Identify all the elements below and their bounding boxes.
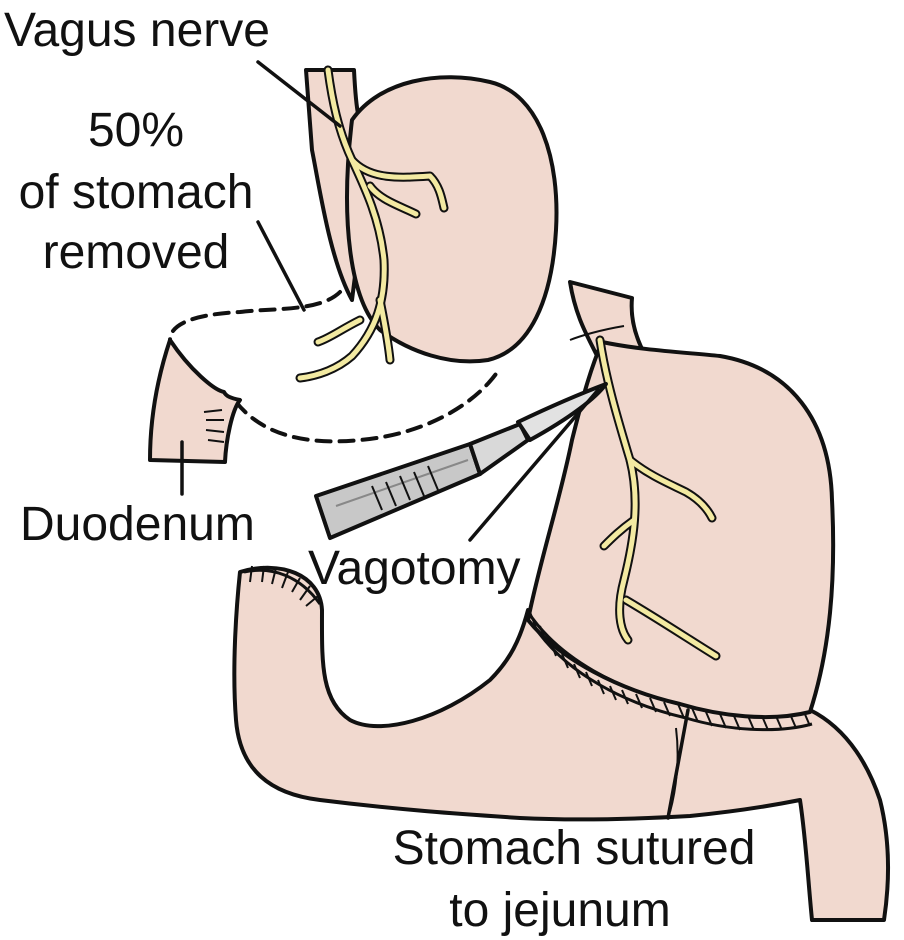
removed-portion-outline [168,290,342,342]
label-vagus-nerve: Vagus nerve [4,4,270,57]
original-stomach [168,68,559,444]
label-to-jejunum: to jejunum [449,884,670,937]
leader-vagotomy [468,388,600,542]
leader-vagus-nerve [256,60,342,128]
label-stomach-sutured: Stomach sutured [393,822,756,875]
vagus-nerve-original [295,65,449,383]
leader-sutured [666,708,690,820]
jejunum-end-sutures [243,565,322,607]
post-surgery-stomach [526,280,836,720]
leader-removed [256,220,306,312]
scalpel-icon [314,382,608,540]
label-removed-of-stomach: of stomach [19,166,254,219]
label-removed-percent: 50% [88,104,184,157]
vagus-nerve-post [595,335,721,661]
duodenum-stub [148,338,242,464]
label-vagotomy: Vagotomy [308,542,521,595]
label-removed: removed [43,226,230,279]
label-duodenum: Duodenum [20,498,255,551]
